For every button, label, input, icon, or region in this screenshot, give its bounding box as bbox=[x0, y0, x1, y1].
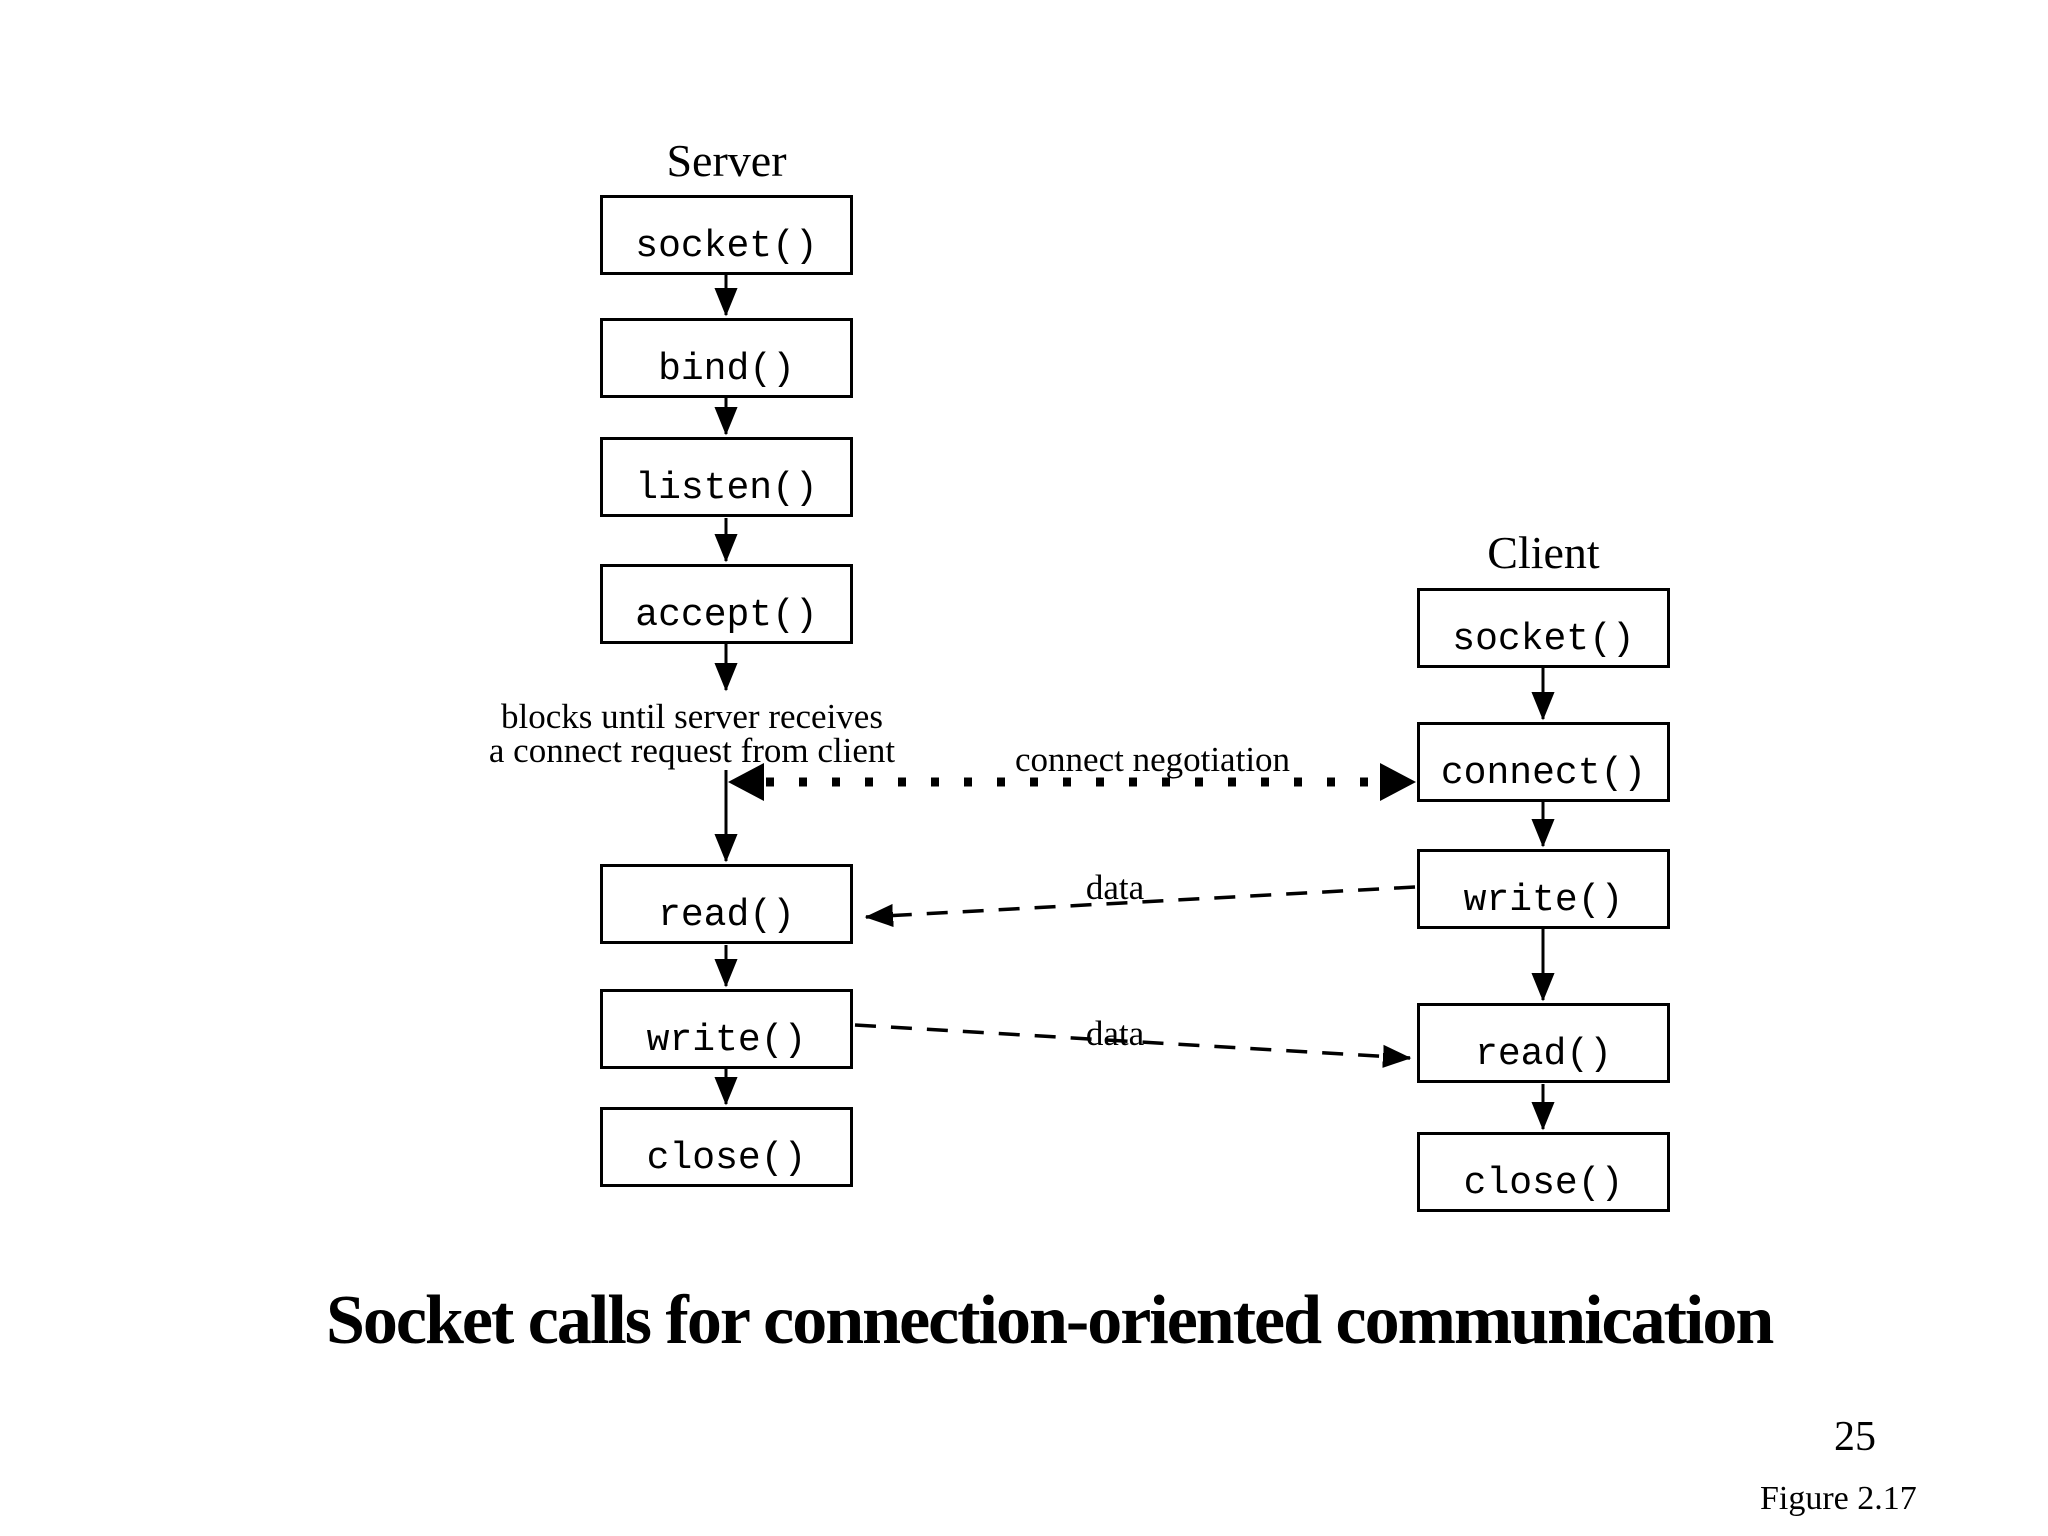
connect-negotiation-left-arrowhead bbox=[728, 763, 764, 801]
server-accept-box: accept() bbox=[600, 564, 853, 644]
server-bind-label: bind() bbox=[658, 348, 795, 391]
client-close-label: close() bbox=[1463, 1162, 1624, 1205]
server-close-box: close() bbox=[600, 1107, 853, 1187]
data-arrow-client-write-to-server-read bbox=[866, 885, 1416, 917]
client-read-label: read() bbox=[1475, 1033, 1612, 1076]
blocks-note: blocks until server receives a connect r… bbox=[460, 697, 924, 770]
client-connect-box: connect() bbox=[1417, 722, 1670, 802]
connect-negotiation-label: connect negotiation bbox=[1015, 740, 1291, 779]
server-listen-label: listen() bbox=[635, 467, 818, 510]
server-accept-label: accept() bbox=[635, 594, 818, 637]
server-write-label: write() bbox=[646, 1019, 807, 1062]
client-read-box: read() bbox=[1417, 1003, 1670, 1083]
server-socket-box: socket() bbox=[600, 195, 853, 275]
server-write-box: write() bbox=[600, 989, 853, 1069]
slide-title: Socket calls for connection-oriented com… bbox=[326, 1282, 1774, 1359]
data-label-lower: data bbox=[1085, 1014, 1145, 1053]
server-bind-box: bind() bbox=[600, 318, 853, 398]
server-read-box: read() bbox=[600, 864, 853, 944]
data-label-upper: data bbox=[1085, 868, 1145, 907]
page-number: 25 bbox=[1834, 1414, 1876, 1460]
client-write-box: write() bbox=[1417, 849, 1670, 929]
server-socket-label: socket() bbox=[635, 225, 818, 268]
blocks-note-line2: a connect request from client bbox=[488, 731, 896, 770]
client-socket-label: socket() bbox=[1452, 618, 1635, 661]
server-column-label: Server bbox=[666, 135, 787, 186]
server-listen-box: listen() bbox=[600, 437, 853, 517]
figure-caption: Figure 2.17 bbox=[1760, 1480, 1917, 1517]
server-close-label: close() bbox=[646, 1137, 807, 1180]
client-connect-label: connect() bbox=[1440, 752, 1647, 795]
blocks-note-line1: blocks until server receives bbox=[501, 697, 883, 736]
connect-negotiation-right-arrowhead bbox=[1380, 763, 1416, 801]
data-arrow-server-write-to-client-read bbox=[854, 1023, 1410, 1058]
client-column-label: Client bbox=[1487, 527, 1600, 578]
server-read-label: read() bbox=[658, 894, 795, 937]
client-close-box: close() bbox=[1417, 1132, 1670, 1212]
client-socket-box: socket() bbox=[1417, 588, 1670, 668]
client-write-label: write() bbox=[1463, 879, 1624, 922]
